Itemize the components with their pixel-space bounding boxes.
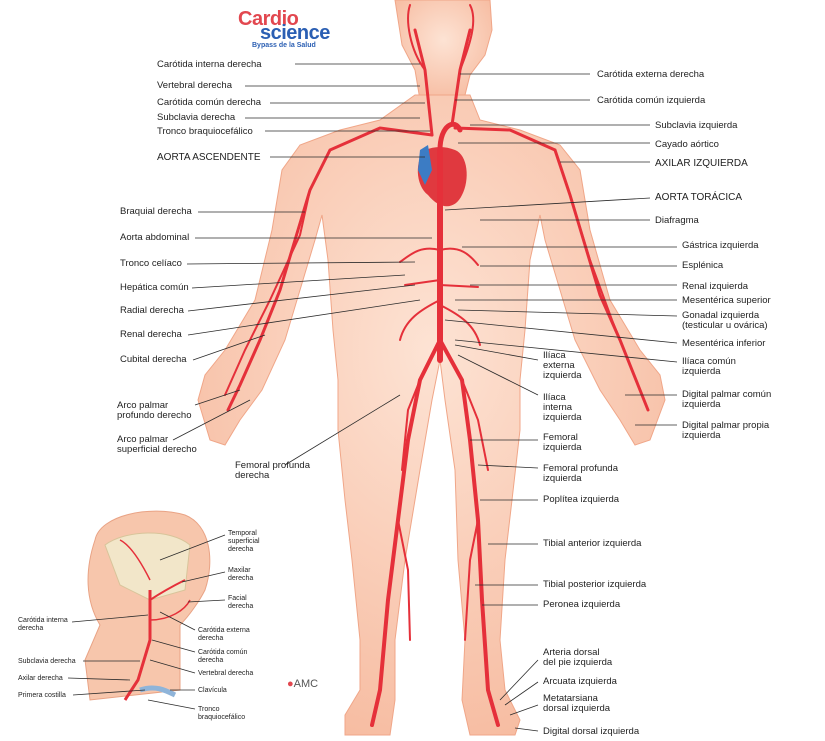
label-axilar-izquierda: AXILAR IZQUIERDA — [655, 158, 748, 169]
label-renal-izquierda: Renal izquierda — [682, 281, 749, 292]
watermark-text: AMC — [293, 678, 319, 690]
arteries — [224, 4, 650, 727]
label-mesenterica-inferior: Mesentérica inferior — [682, 338, 765, 349]
leader-primera-costilla — [72, 689, 146, 696]
leader-femoral-profunda-izquierda — [477, 464, 539, 469]
leader-gonadal-izquierda — [457, 309, 678, 317]
leader-mesenterica-inferior — [444, 319, 678, 344]
label-carotida-comun-derecha: Carótida común derecha — [157, 97, 262, 108]
label-vertebral-derecha-inset: Vertebral derecha — [198, 670, 253, 677]
leader-lines — [67, 63, 678, 732]
label-carotida-externa-derecha: Carótida externa derecha — [597, 69, 705, 80]
leader-cubital-derecha — [192, 334, 266, 361]
label-subclavia-derecha-inset: Subclavia derecha — [18, 658, 76, 665]
leader-metatarsiana-dorsal — [509, 704, 539, 716]
label-tronco-braquiocefalico: Tronco braquiocefálico — [157, 126, 253, 137]
leader-hepatica-comun — [191, 274, 406, 289]
label-vertebral-derecha: Vertebral derecha — [157, 80, 233, 91]
leader-iliaca-comun-izquierda — [454, 339, 678, 363]
label-axilar-derecha: Axilar derecha — [18, 675, 63, 682]
label-gonadal-izquierda: Gonadal izquierda(testicular u ovárica) — [682, 310, 768, 331]
leader-arco-palmar-profundo — [194, 389, 241, 406]
logo-line2: science — [260, 22, 330, 44]
leader-tronco-celiaco — [186, 261, 416, 265]
leader-digital-dorsal-izquierda — [514, 727, 539, 732]
leader-vertebral-derecha-inset — [149, 659, 196, 674]
label-tronco-celiaco: Tronco celíaco — [120, 258, 182, 269]
leader-radial-derecha — [187, 284, 416, 312]
leader-iliaca-interna-izquierda — [457, 354, 539, 396]
leader-iliaca-externa-izquierda — [454, 344, 539, 361]
label-radial-derecha: Radial derecha — [120, 305, 185, 316]
label-hepatica-comun: Hepática común — [120, 282, 189, 293]
label-aorta-ascendente: AORTA ASCENDENTE — [157, 152, 261, 163]
inset-head-illustration — [84, 510, 211, 701]
leader-axilar-derecha — [67, 677, 131, 681]
label-aorta-abdominal: Aorta abdominal — [120, 232, 189, 243]
label-renal-derecha: Renal derecha — [120, 329, 183, 340]
body-silhouette — [197, 0, 666, 736]
label-subclavia-derecha: Subclavia derecha — [157, 112, 236, 123]
leader-maxilar-derecha — [181, 571, 226, 583]
label-gastrica-izquierda: Gástrica izquierda — [682, 240, 759, 251]
cardioscience-logo: Cardio science Bypass de la Salud — [238, 8, 348, 52]
leader-renal-derecha — [187, 299, 421, 336]
leader-facial-derecha — [187, 599, 226, 603]
leader-dorsal-pie-izquierda — [499, 659, 539, 701]
label-subclavia-izquierda: Subclavia izquierda — [655, 120, 738, 131]
label-primera-costilla: Primera costilla — [18, 692, 66, 699]
leader-femoral-profunda-derecha — [284, 394, 401, 466]
label-clavicula: Clavícula — [198, 687, 227, 694]
label-braquial-derecha: Braquial derecha — [120, 206, 193, 217]
label-carotida-comun-izquierda: Carótida común izquierda — [597, 95, 706, 106]
label-digital-dorsal-izquierda: Digital dorsal izquierda — [543, 726, 640, 737]
label-popliteal-izquierda: Poplítea izquierda — [543, 494, 620, 505]
label-cayado-aortico: Cayado aórtico — [655, 139, 719, 150]
logo-line1: Cardio — [238, 8, 299, 30]
label-tibial-anterior-izquierda: Tibial anterior izquierda — [543, 538, 642, 549]
watermark: ●AMC — [287, 678, 319, 690]
label-cubital-derecha: Cubital derecha — [120, 354, 187, 365]
logo-tagline: Bypass de la Salud — [252, 42, 316, 49]
label-aorta-toracica: AORTA TORÁCICA — [655, 190, 742, 203]
label-esplenica: Esplénica — [682, 260, 724, 271]
label-tibial-posterior-izquierda: Tibial posterior izquierda — [543, 579, 647, 590]
leader-arcuata-izquierda — [504, 681, 539, 706]
label-arcuata-izquierda: Arcuata izquierda — [543, 676, 618, 687]
label-mesenterica-superior: Mesentérica superior — [682, 295, 771, 306]
leader-temporal-superficial — [159, 534, 226, 561]
leader-carotida-interna-derecha-inset — [71, 614, 149, 623]
label-peronea-izquierda: Peronea izquierda — [543, 599, 621, 610]
leader-carotida-externa-derecha-inset — [159, 611, 196, 631]
leader-aorta-toracica — [444, 197, 651, 211]
leader-arco-palmar-superficial — [172, 399, 251, 441]
leader-carotida-comun-derecha-inset — [151, 639, 196, 653]
label-carotida-interna-derecha: Carótida interna derecha — [157, 59, 262, 70]
label-diafragma: Diafragma — [655, 215, 700, 226]
leader-tronco-braquiocefalico-inset — [147, 699, 196, 710]
